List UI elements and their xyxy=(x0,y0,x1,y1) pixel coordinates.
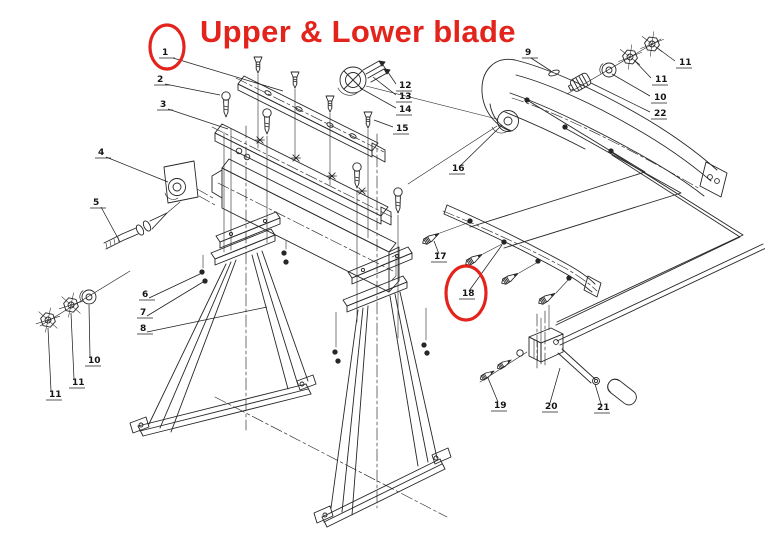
callout-11: 11 xyxy=(655,46,692,69)
callout-label: 10 xyxy=(654,93,667,103)
callout-21: 21 xyxy=(594,383,610,414)
callout-8: 8 xyxy=(137,306,268,335)
callout-9: 9 xyxy=(522,48,552,72)
callout-label: 11 xyxy=(72,378,85,388)
right-fasteners xyxy=(566,29,665,95)
callout-22: 22 xyxy=(590,82,667,120)
clamp-bar xyxy=(211,123,395,226)
callout-12: 12 xyxy=(382,64,412,92)
bearing-bracket xyxy=(163,160,216,206)
callout-label: 12 xyxy=(399,81,412,91)
callout-11: 11 xyxy=(69,312,85,389)
mounting-screw-dots xyxy=(199,240,430,364)
callout-label: 9 xyxy=(525,48,531,58)
callout-label: 14 xyxy=(399,105,412,115)
callout-19: 19 xyxy=(487,377,507,412)
guide-lines xyxy=(214,73,448,518)
lead-screw xyxy=(103,201,181,250)
callout-label: 6 xyxy=(142,290,148,300)
callout-label: 10 xyxy=(88,356,101,366)
callout-label: 21 xyxy=(597,403,610,413)
callout-10: 10 xyxy=(611,73,667,104)
redline-annotations: Upper & Lower blade xyxy=(148,14,516,322)
callout-label: 22 xyxy=(654,109,667,119)
channel-beam xyxy=(211,158,400,293)
callout-7: 7 xyxy=(137,281,204,319)
left-trestle xyxy=(129,250,317,437)
callout-11: 11 xyxy=(633,59,668,86)
callout-label: 17 xyxy=(434,252,447,262)
callout-label: 2 xyxy=(157,75,163,85)
callout-label: 20 xyxy=(545,402,558,412)
callout-17: 17 xyxy=(431,240,447,263)
annotation-title: Upper & Lower blade xyxy=(200,14,516,49)
crank-hub xyxy=(337,60,498,120)
upper-blade-bar xyxy=(235,75,387,163)
alignment-chevrons xyxy=(469,99,765,346)
callout-label: 7 xyxy=(140,308,146,318)
right-trestle xyxy=(313,291,452,528)
callout-label: 8 xyxy=(140,324,146,334)
callout-label: 18 xyxy=(462,289,475,299)
knob xyxy=(567,72,592,92)
callout-label: 11 xyxy=(655,75,668,85)
callout-15: 15 xyxy=(373,119,409,135)
callout-label: 16 xyxy=(452,164,465,174)
callout-1: 1 xyxy=(159,48,284,92)
callout-6: 6 xyxy=(139,273,201,301)
callout-16: 16 xyxy=(449,124,503,175)
highlight-circle-2 xyxy=(444,264,488,322)
callout-label: 11 xyxy=(49,390,62,400)
left-fasteners xyxy=(34,270,131,335)
lever-arm xyxy=(407,58,728,198)
callout-5: 5 xyxy=(90,198,121,243)
callout-14: 14 xyxy=(359,87,412,116)
callout-label: 19 xyxy=(494,401,507,411)
callout-label: 5 xyxy=(93,198,99,208)
mounting-plates xyxy=(210,211,413,313)
callout-18: 18 xyxy=(459,244,503,300)
callout-10: 10 xyxy=(85,304,101,367)
callout-label: 15 xyxy=(396,124,409,134)
callout-label: 13 xyxy=(399,92,412,102)
highlight-circle-1 xyxy=(148,23,186,71)
callout-20: 20 xyxy=(542,367,561,413)
callout-label: 3 xyxy=(160,100,166,110)
callout-13: 13 xyxy=(372,76,412,103)
callout-11: 11 xyxy=(46,327,62,401)
callout-2: 2 xyxy=(154,75,221,96)
callout-label: 4 xyxy=(98,148,104,158)
callout-label: 1 xyxy=(162,48,168,58)
callout-3: 3 xyxy=(157,100,229,130)
lower-blade xyxy=(420,204,602,307)
callout-label: 11 xyxy=(679,58,692,68)
rod-assembly xyxy=(478,304,637,406)
callout-4: 4 xyxy=(95,148,169,183)
